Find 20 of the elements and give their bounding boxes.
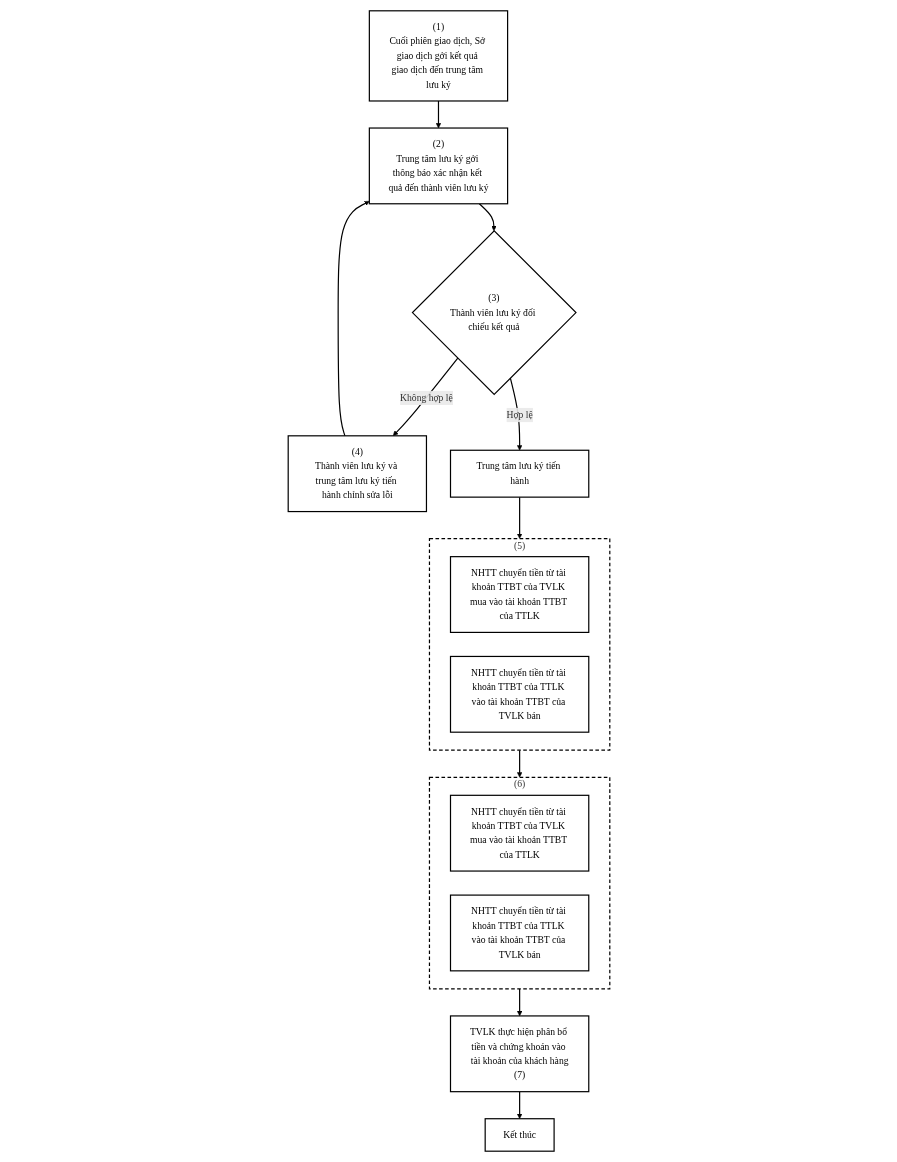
arrow (516, 749, 522, 778)
node-box: NHTT chuyển tiền từ tài khoản TTBT của TTLK vào tài khoản TTBT của TVLK bán (449, 655, 589, 733)
arrow (516, 1091, 522, 1119)
arrow (516, 496, 522, 539)
arrow (337, 201, 370, 437)
node-box: NHTT chuyển tiền từ tài khoản TTBT của TVLK mua vào tài khoản TTBT của TTLK (449, 794, 589, 872)
node-box: TVLK thực hiện phân bổ tiền và chứng khoán vào tài khoản của khách hàng (7) (449, 1015, 589, 1093)
arrow (435, 100, 441, 129)
node-box: NHTT chuyển tiền từ tài khoản TTBT của TVLK mua vào tài khoản TTBT của TTLK (449, 556, 589, 633)
arrow (516, 988, 522, 1017)
node-box: (2) Trung tâm lưu ký gởi thông báo xác nhận kết quả đến thành viên lưu ký (368, 127, 508, 205)
node-box: Kết thúc (484, 1118, 555, 1152)
arrow (392, 357, 458, 437)
node-box: Trung tâm lưu ký tiến hành (449, 449, 589, 498)
node-box: NHTT chuyển tiền từ tài khoản TTBT của TTLK vào tài khoản TTBT của TVLK bán (449, 894, 589, 972)
node-box: (1) Cuối phiên giao dịch, Sở giao dịch gởi kết quả giao dịch đến trung tâm lưu ký (368, 10, 508, 102)
edge-label: Không hợp lệ (399, 392, 453, 403)
edge-label: Hợp lệ (506, 409, 533, 420)
node-box: (4) Thành viên lưu ký và trung tâm lưu ký tiến hành chỉnh sửa lỗi (287, 435, 427, 513)
arrow (478, 203, 497, 232)
